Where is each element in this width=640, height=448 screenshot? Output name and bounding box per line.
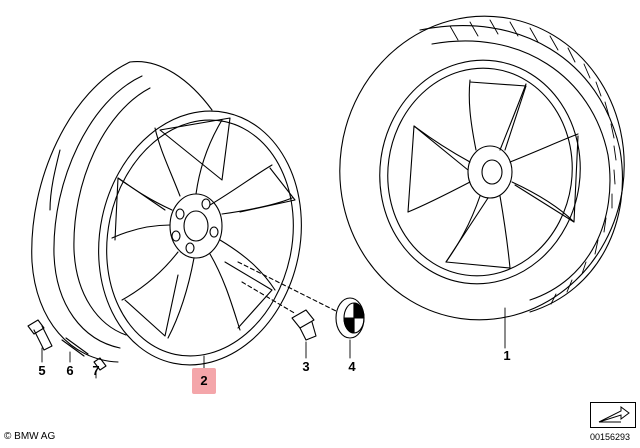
callout-part-2-selected[interactable]: 2 xyxy=(192,368,216,394)
diagram-number: 00156293 xyxy=(590,432,631,442)
callout-part-3[interactable]: 3 xyxy=(302,359,310,374)
arrow-icon xyxy=(598,406,630,423)
callout-part-4[interactable]: 4 xyxy=(348,359,356,374)
copyright-label: © BMW AG xyxy=(4,431,56,442)
hub-cap xyxy=(237,261,365,339)
callout-part-1[interactable]: 1 xyxy=(503,348,511,363)
callout-part-7[interactable]: 7 xyxy=(92,363,100,378)
rim-face xyxy=(98,110,302,366)
rim-barrel xyxy=(31,60,213,363)
valve-parts xyxy=(27,319,107,371)
complete-wheel xyxy=(339,15,625,321)
wheel-bolt xyxy=(241,281,317,341)
callout-part-6[interactable]: 6 xyxy=(66,363,74,378)
nav-arrow-button[interactable] xyxy=(590,402,636,428)
leader-lines xyxy=(41,307,506,379)
callout-part-5[interactable]: 5 xyxy=(38,363,46,378)
